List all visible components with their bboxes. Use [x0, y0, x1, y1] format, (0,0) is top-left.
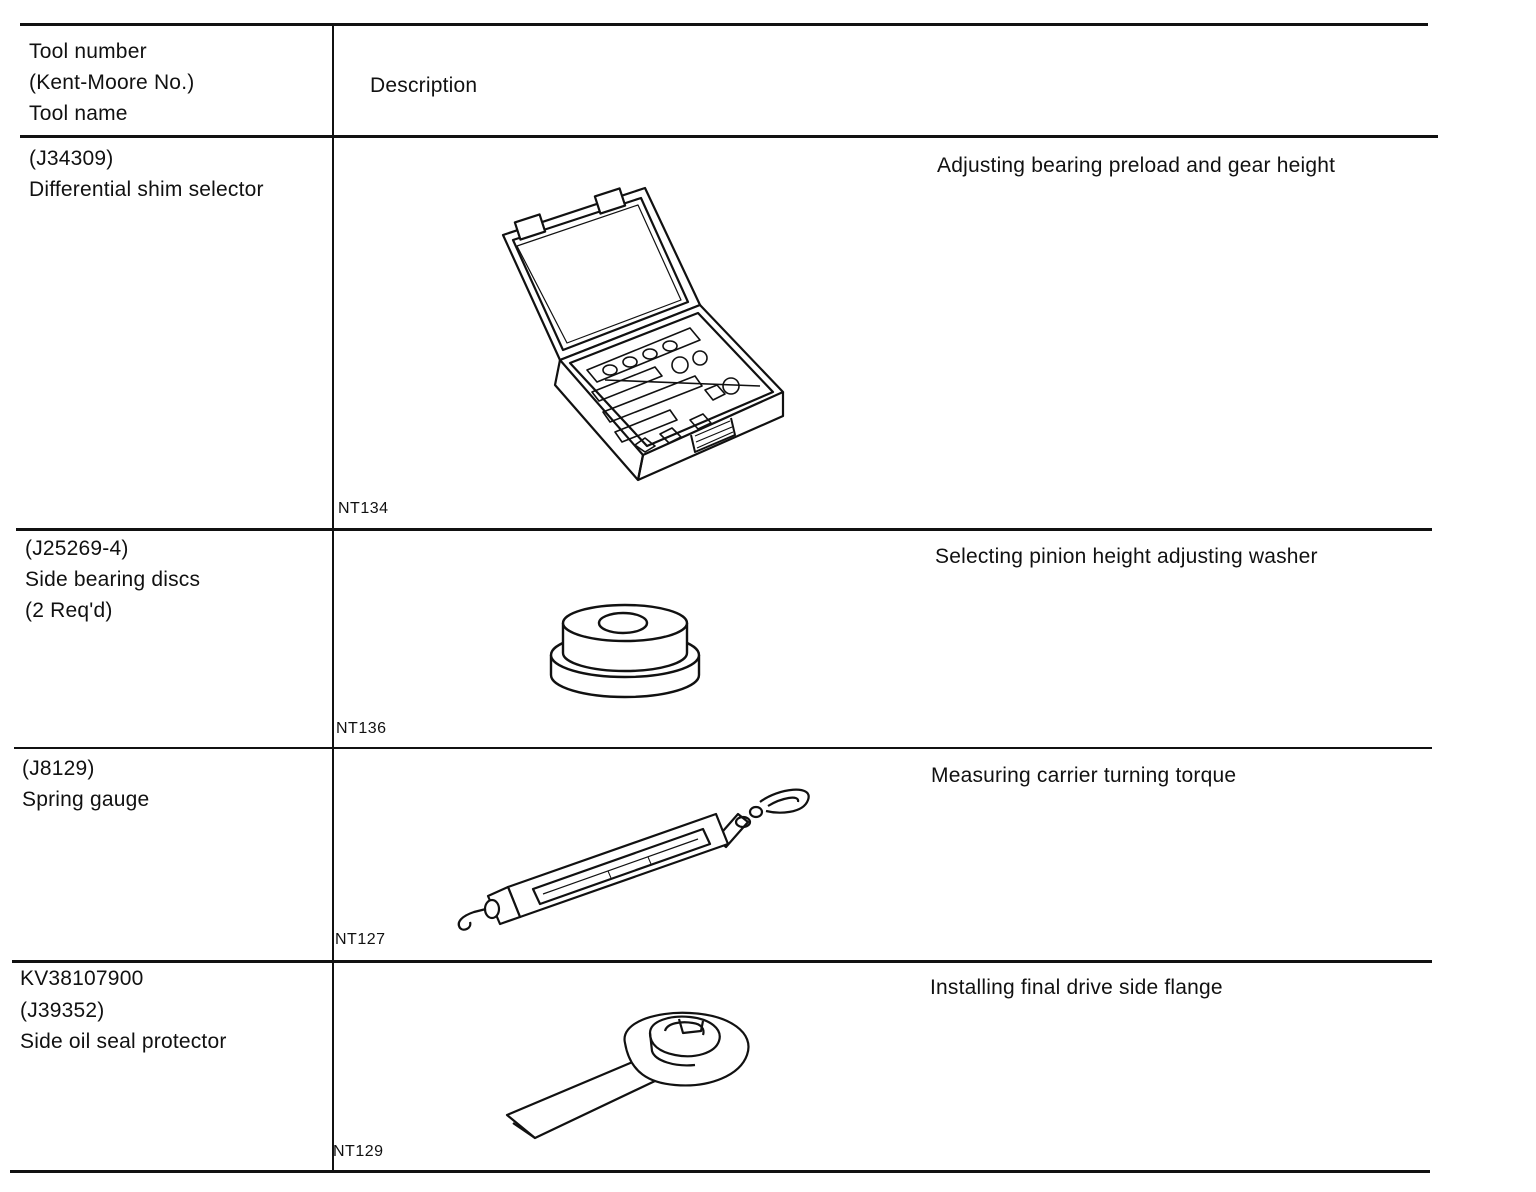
column-divider: [332, 26, 334, 1170]
tool-name: Spring gauge: [22, 788, 150, 811]
oil-seal-protector-icon: [505, 1003, 755, 1143]
table-top-rule: [20, 23, 1428, 26]
header-tool-number: Tool number: [29, 40, 147, 63]
illustration-code: NT127: [335, 931, 386, 948]
table-bottom-rule: [10, 1170, 1430, 1173]
illustration-code: NT134: [338, 500, 389, 517]
tool-kent-moore-number: (J34309): [29, 147, 114, 170]
header-description: Description: [370, 74, 478, 97]
tool-name: Side oil seal protector: [20, 1030, 227, 1053]
tool-description: Selecting pinion height adjusting washer: [935, 545, 1318, 568]
tool-description: Measuring carrier turning torque: [931, 764, 1237, 787]
header-kent-moore: (Kent-Moore No.): [29, 71, 195, 94]
header-bottom-rule: [20, 135, 1438, 138]
shim-selector-case-icon: [495, 180, 795, 485]
tool-part-number: KV38107900: [20, 967, 144, 990]
tool-kent-moore-number: (J8129): [22, 757, 95, 780]
row-rule-2: [14, 747, 1432, 749]
tool-quantity: (2 Req'd): [25, 599, 113, 622]
row-rule-1: [16, 528, 1432, 531]
tool-kent-moore-number: (J25269-4): [25, 537, 129, 560]
bearing-disc-icon: [545, 595, 705, 705]
illustration-code: NT136: [336, 720, 387, 737]
tool-kent-moore-number: (J39352): [20, 999, 105, 1022]
tool-description: Installing final drive side flange: [930, 976, 1223, 999]
illustration-code: NT129: [333, 1143, 384, 1160]
tool-name: Differential shim selector: [29, 178, 264, 201]
tool-name: Side bearing discs: [25, 568, 201, 591]
spring-gauge-icon: [448, 784, 818, 934]
row-rule-3: [12, 960, 1432, 963]
tool-description: Adjusting bearing preload and gear heigh…: [937, 154, 1336, 177]
header-tool-name: Tool name: [29, 102, 128, 125]
